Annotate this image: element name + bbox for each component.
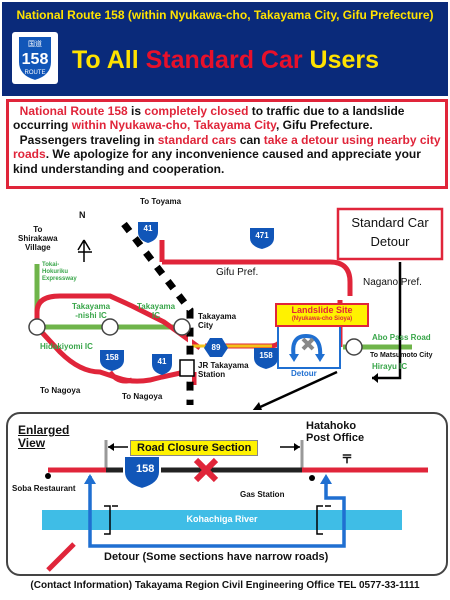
notice-box: National Route 158 is completely closed … [6,99,448,189]
shield-label: 国道 [28,39,42,48]
label-to-toyama: To Toyama [140,197,182,206]
label-hidakiyomi-ic: Hidakiyomi IC [40,342,93,351]
route-471-label: 471 [255,231,269,240]
gas-station-label: Gas Station [240,490,285,499]
notice-s3: completely closed [144,104,249,118]
header-banner: National Route 158 (within Nyukawa-cho, … [2,2,448,96]
label-to-nagoya-west: To Nagoya [40,386,81,395]
label-detour-map: Detour [291,369,317,378]
notice-s2: is [127,104,145,118]
route-info-text: National Route 158 (within Nyukawa-cho, … [16,8,434,22]
label-abo-pass-road: Abo Pass Road [372,333,431,342]
label-hirayu-ic: Hirayu IC [372,362,408,371]
route-158-west-label: 158 [105,353,119,362]
page-title: To All Standard Car Users [72,46,379,75]
route-158-enlarged-label: 158 [136,463,155,475]
landslide-site-label: Landslide Site(Nyukawa-cho Sioya) [291,305,353,322]
notice-s11: . We apologize for any inconvenience cau… [13,147,421,176]
route-89-label: 89 [211,343,221,352]
notice-s5: within Nyukawa-cho, Takayama City [71,118,276,133]
route-158-east-label: 158 [259,351,273,360]
soba-restaurant-label: Soba Restaurant [12,484,76,493]
route-41-south-label: 41 [157,357,167,366]
notice-s7: Passengers traveling in [19,132,158,147]
route-158-shield-icon: 国道 158 ROUTE [12,32,58,84]
title-part1: To All [72,46,146,74]
overview-map [28,207,444,410]
notice-s1: National Route 158 [19,104,128,118]
post-office-icon: 〒 [341,452,354,466]
title-part3: Users [302,46,380,74]
notice-s4: to traffic due to a landslide occurring [13,104,405,133]
label-takayama-nishi-ic: Takayama-nishi IC [72,302,111,320]
notice-s9: can [236,132,264,147]
notice-s8: standard cars [157,132,237,147]
shield-route: ROUTE [25,70,46,76]
contact-information: (Contact Information) Takayama Region Ci… [30,580,420,591]
notice-s10: take a detour using nearby city roads [13,132,441,162]
north-label: N [79,210,86,220]
shield-number: 158 [22,51,49,68]
label-nagano-pref: Nagano Pref. [363,277,422,288]
title-part2: Standard Car [145,46,303,74]
notice-s6: , Gifu Prefecture. [275,118,373,133]
label-to-nagoya-south: To Nagoya [122,392,163,401]
detour-note: Detour (Some sections have narrow roads) [104,551,329,563]
route-41-shield-north [138,222,158,243]
label-gifu-pref: Gifu Pref. [216,267,259,278]
route-41-north-label: 41 [143,224,153,233]
road-closure-label: Road Closure Section [130,440,259,456]
kohachiga-river-label: Kohachiga River [186,514,258,524]
label-to-matsumoto: To Matsumoto City [370,352,433,359]
